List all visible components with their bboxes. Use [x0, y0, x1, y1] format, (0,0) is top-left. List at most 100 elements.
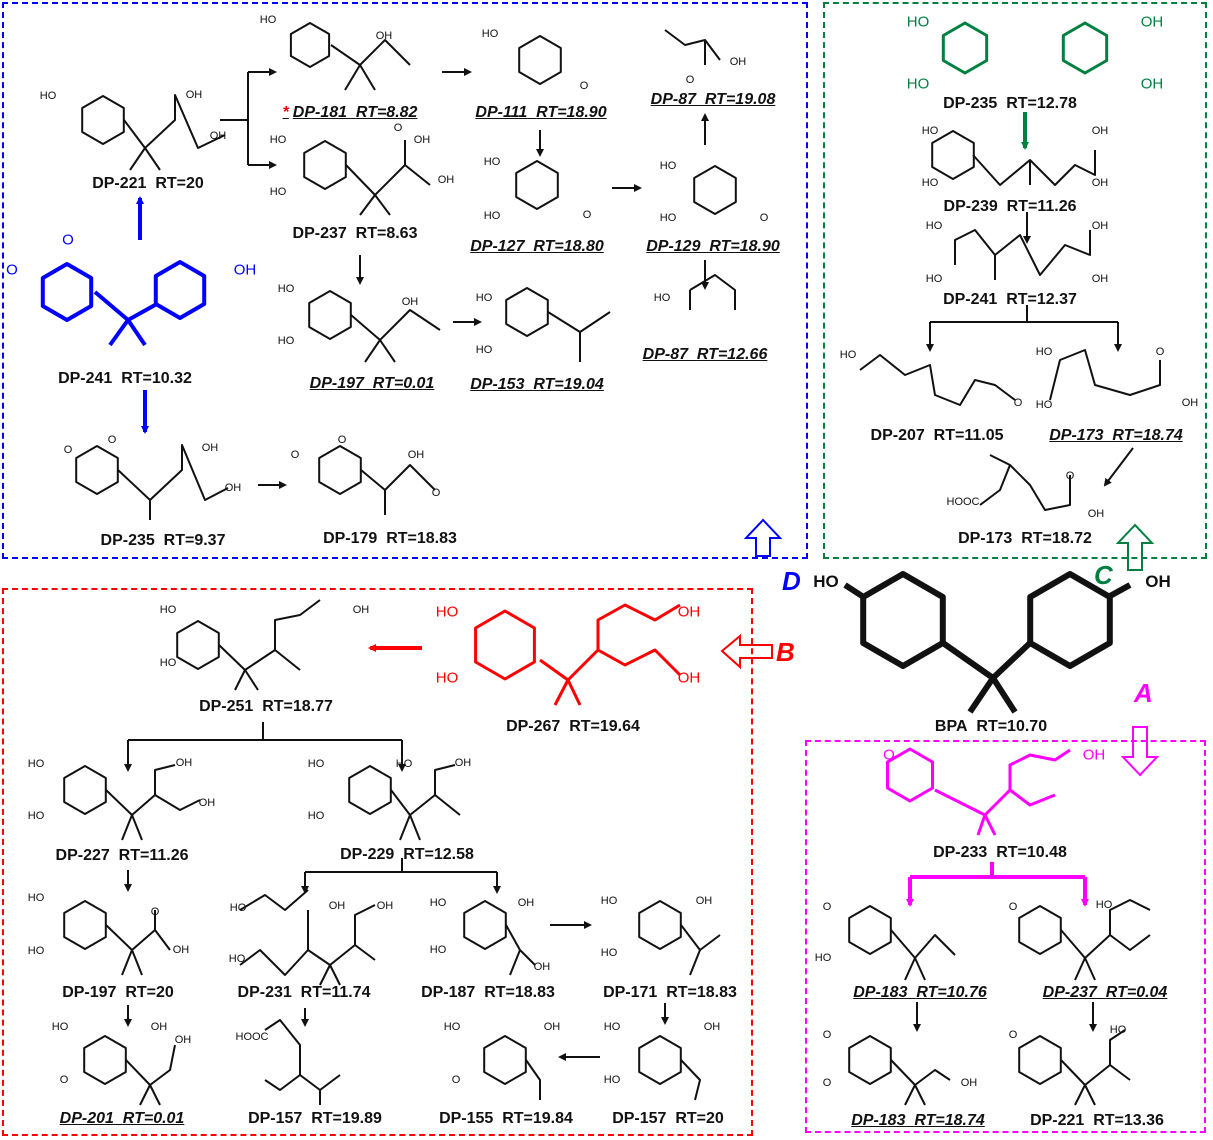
retention-time: RT=18.80	[533, 238, 604, 255]
atom-label-o: O	[451, 1074, 461, 1086]
bond-chain	[379, 339, 396, 363]
ring-structure	[505, 287, 549, 337]
retention-time: RT=18.83	[484, 984, 555, 1001]
atom-label-o: O	[1065, 470, 1075, 482]
atom-label-o: O	[62, 231, 74, 249]
bond-chain	[566, 679, 582, 706]
ring-structure	[63, 765, 107, 815]
atom-label-ho: HO	[925, 220, 943, 232]
atom-label-o: O	[393, 122, 403, 134]
pathway-b-box	[2, 588, 753, 1136]
bond-chain	[509, 949, 521, 976]
compound-label: DP-87 RT=19.08	[651, 91, 776, 109]
atom-label-oh: OH	[1091, 220, 1109, 232]
bond-chain	[123, 94, 226, 149]
retention-time: RT=8.82	[355, 104, 418, 121]
atom-label-o: O	[685, 74, 695, 86]
ring-structure	[518, 35, 562, 85]
compound-id: DP-241	[943, 291, 998, 308]
compound-label: DP-173 RT=18.74	[1049, 427, 1183, 445]
atom-label-o: O	[582, 209, 592, 221]
retention-time: RT=0.04	[1105, 984, 1168, 1001]
bond-chain	[360, 464, 436, 491]
compound-label: DP-111 RT=18.90	[475, 104, 606, 122]
compound-id: DP-157	[248, 1110, 303, 1127]
bond-chain	[139, 1084, 151, 1106]
ring-structure	[638, 900, 682, 950]
atom-label-o: O	[759, 212, 769, 224]
bond-chain	[914, 1084, 926, 1106]
bond-chain	[1084, 1084, 1096, 1106]
retention-time: RT=18.90	[709, 238, 780, 255]
atom-label-oh: OH	[224, 482, 242, 494]
bpa-rt: RT=10.70	[976, 718, 1048, 735]
atom-label-ho: HO	[229, 902, 247, 914]
ring-structure	[1027, 571, 1113, 669]
atom-label-ho: HO	[921, 125, 939, 137]
ring-structure	[83, 1035, 127, 1085]
compound-label: DP-183 RT=10.76	[853, 984, 987, 1002]
atom-label-o: O	[107, 434, 117, 446]
atom-label-ho: HO	[925, 273, 943, 285]
atom-label-ho: HO	[483, 156, 501, 168]
compound-id: DP-87	[650, 91, 697, 108]
atom-label-o: O	[63, 444, 73, 456]
bond-chain	[126, 318, 147, 347]
pathway-label-c: C	[1094, 560, 1113, 590]
ring-structure	[860, 571, 946, 669]
compound-id: DP-229	[340, 846, 395, 863]
atom-label-oh: OH	[517, 897, 535, 909]
compound-id: DP-187	[421, 984, 476, 1001]
atom-label-ho: HO	[435, 603, 459, 621]
bond-chain	[319, 964, 331, 986]
atom-label-ho: HO	[906, 13, 930, 31]
atom-label-oh: OH	[729, 56, 747, 68]
bond-chain	[144, 147, 161, 171]
atom-label-ho: HO	[475, 344, 493, 356]
compound-id: DP-251	[199, 698, 254, 715]
compound-id: DP-183	[853, 984, 908, 1001]
compound-id: DP-235	[100, 532, 155, 549]
atom-label-ho: HO	[813, 572, 839, 591]
atom-label-oh: OH	[695, 895, 713, 907]
bond-chain	[890, 1059, 951, 1086]
bond-chain	[108, 318, 130, 347]
atom-label-o: O	[431, 487, 441, 499]
reaction-arrow	[1103, 447, 1134, 487]
compound-id: DP-221	[92, 175, 147, 192]
bond-chain	[154, 794, 201, 811]
ring-structure	[348, 765, 392, 815]
ring-structure	[75, 445, 119, 495]
hollow-arrow-pathway-d	[743, 518, 783, 557]
compound-id: DP-197	[309, 375, 364, 392]
retention-time: RT=13.36	[1093, 1112, 1164, 1129]
atom-label-ho: HO	[159, 604, 177, 616]
ring-structure	[1018, 905, 1062, 955]
atom-label-ho: HO	[659, 212, 677, 224]
atom-label-o: O	[822, 1077, 832, 1089]
atom-label-ho: HO	[27, 892, 45, 904]
bpa-label: BPA RT=10.70	[935, 718, 1047, 736]
atom-label-ho: HO	[481, 28, 499, 40]
hollow-arrow-pathway-a	[1120, 726, 1160, 777]
bond-chain	[954, 229, 1091, 276]
atom-label-o: O	[1013, 397, 1023, 409]
compound-id: DP-201	[59, 1110, 114, 1127]
compound-id: DP-111	[475, 104, 528, 121]
atom-label-oh: OH	[150, 1021, 168, 1033]
compound-id: DP-231	[237, 984, 292, 1001]
atom-label-oh: OH	[437, 174, 455, 186]
ring-structure	[463, 900, 507, 950]
atom-label-oh: OH	[401, 296, 419, 308]
retention-time: RT=18.83	[386, 530, 457, 547]
retention-time: RT=12.78	[1006, 95, 1077, 112]
retention-time: RT=12.58	[403, 846, 474, 863]
compound-label: DP-179 RT=18.83	[323, 530, 457, 548]
bond-chain	[976, 814, 987, 836]
ring-structure	[81, 95, 125, 145]
bond-chain	[364, 339, 381, 363]
compound-label: DP-237 RT=0.04	[1043, 984, 1168, 1002]
bond-chain	[1109, 1029, 1126, 1065]
bond-chain	[374, 194, 391, 216]
retention-time: RT=11.26	[1006, 198, 1077, 215]
